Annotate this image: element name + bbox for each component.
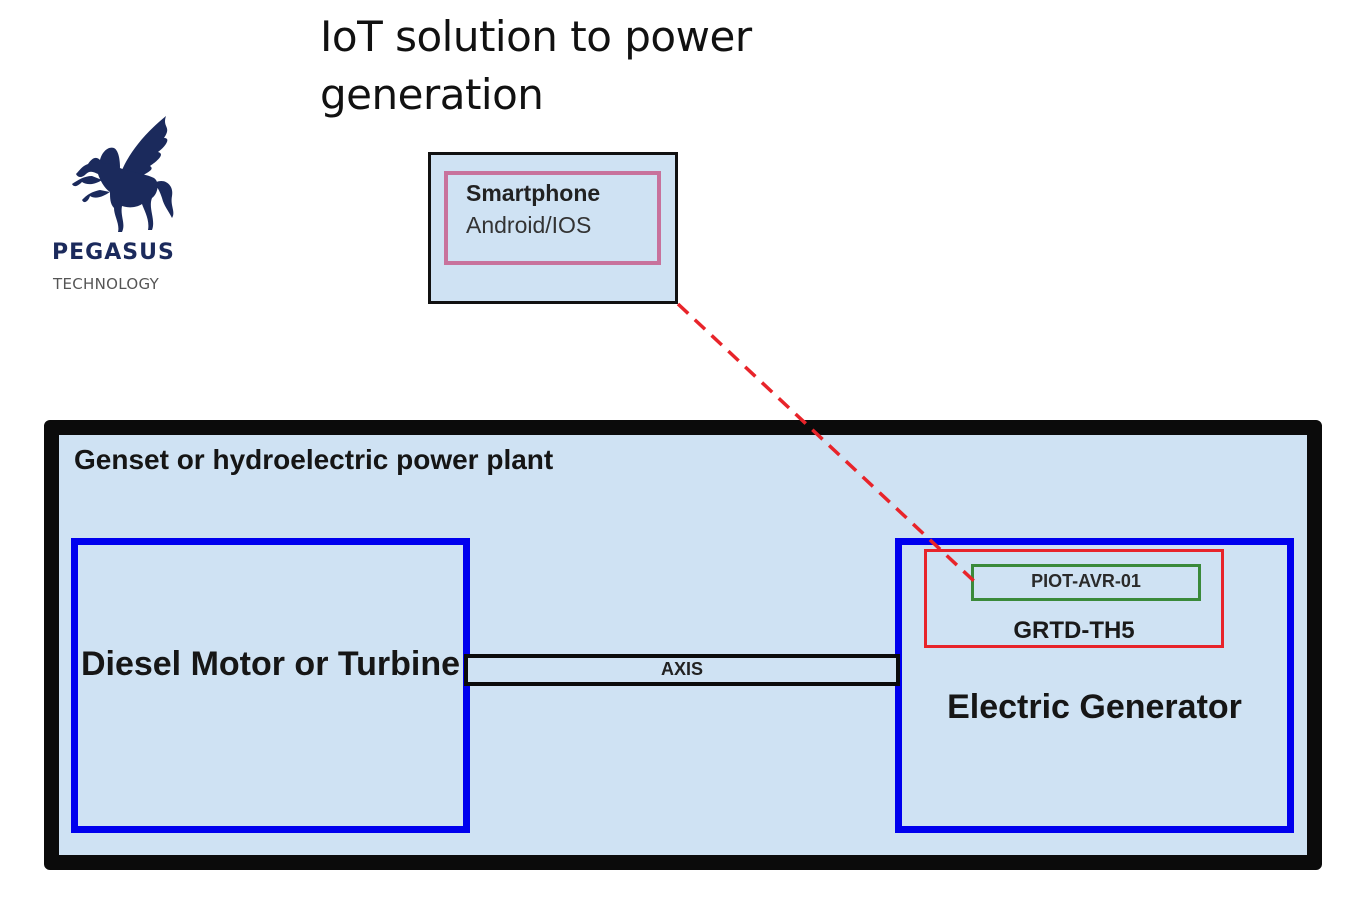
power-plant-label: Genset or hydroelectric power plant: [74, 444, 554, 475]
grtd-module-box: [924, 549, 1224, 648]
smartphone-title: Smartphone: [466, 180, 601, 206]
logo-name: PEGASUS: [52, 240, 175, 265]
logo-subtitle: TECHNOLOGY: [53, 275, 160, 293]
axis-label: AXIS: [660, 659, 703, 679]
generator-box: [895, 538, 1294, 833]
smartphone-os: Android/IOS: [466, 212, 592, 238]
smartphone-box: [428, 152, 678, 304]
grtd-module-label: GRTD-TH5: [1013, 617, 1135, 644]
pegasus-icon: [72, 116, 174, 232]
smartphone-inner-frame: [444, 171, 661, 265]
company-logo: PEGASUS TECHNOLOGY: [50, 112, 190, 302]
piot-device-label: PIOT-AVR-01: [1031, 571, 1141, 591]
motor-box: [71, 538, 470, 833]
axis-shaft: [464, 654, 900, 686]
diagram-title: IoT solution to power generation: [320, 12, 752, 119]
generator-label: Electric Generator: [947, 688, 1242, 726]
motor-label: Diesel Motor or Turbine: [80, 645, 461, 683]
